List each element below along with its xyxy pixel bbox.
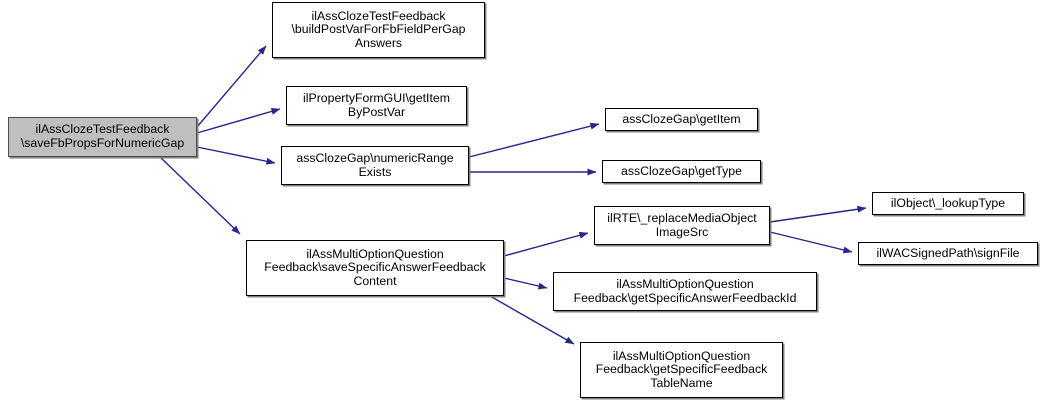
graph-node-label: ilAssMultiOptionQuestion Feedback\saveSp…: [264, 246, 486, 288]
call-edge: [503, 277, 548, 290]
graph-node-label: ilAssClozeTestFeedback \saveFbPropsForNu…: [20, 122, 185, 150]
graph-node-label: ilAssMultiOptionQuestion Feedback\getSpe…: [573, 276, 797, 305]
call-edge: [769, 231, 853, 254]
call-edge: [196, 108, 281, 134]
graph-node-label: ilObject\_lookupType: [890, 195, 1006, 210]
graph-node-label: ilPropertyFormGUI\getItem ByPostVar: [303, 90, 450, 119]
graph-node-signFile[interactable]: ilWACSignedPath\signFile: [858, 242, 1038, 265]
call-edge: [769, 205, 867, 223]
call-edge: [159, 156, 241, 235]
graph-node-label: ilRTE\_replaceMediaObject ImageSrc: [607, 210, 757, 239]
call-edge: [468, 122, 600, 158]
graph-node-label: ilAssClozeTestFeedback \buildPostVarForF…: [291, 8, 466, 50]
call-edge: [196, 146, 276, 165]
graph-node-saveSpecificAnswerFeedbackContent[interactable]: ilAssMultiOptionQuestion Feedback\saveSp…: [246, 240, 504, 296]
graph-node-label: assClozeGap\getItem: [622, 111, 741, 126]
graph-node-getItemByPostVar[interactable]: ilPropertyFormGUI\getItem ByPostVar: [286, 86, 467, 125]
graph-node-lookupType[interactable]: ilObject\_lookupType: [872, 192, 1024, 215]
graph-node-getSpecificFeedbackTableName[interactable]: ilAssMultiOptionQuestion Feedback\getSpe…: [580, 342, 783, 398]
graph-node-label: assClozeGap\getType: [621, 163, 742, 178]
graph-node-assClozeGapGetType[interactable]: assClozeGap\getType: [602, 160, 761, 183]
graph-node-getSpecificAnswerFeedbackId[interactable]: ilAssMultiOptionQuestion Feedback\getSpe…: [553, 272, 817, 311]
graph-node-assClozeGapGetItem[interactable]: assClozeGap\getItem: [605, 108, 758, 131]
graph-node-label: ilAssMultiOptionQuestion Feedback\getSpe…: [595, 348, 768, 390]
graph-node-saveFbPropsForNumericGap[interactable]: ilAssClozeTestFeedback \saveFbPropsForNu…: [8, 117, 197, 157]
graph-node-numericRangeExists[interactable]: assClozeGap\numericRange Exists: [281, 146, 469, 185]
graph-node-buildPostVarForFbFieldPerGapAnswers[interactable]: ilAssClozeTestFeedback \buildPostVarForF…: [272, 2, 485, 58]
graph-node-replaceMediaObjectImageSrc[interactable]: ilRTE\_replaceMediaObject ImageSrc: [594, 206, 770, 245]
graph-node-label: assClozeGap\numericRange Exists: [296, 150, 454, 179]
graph-node-label: ilWACSignedPath\signFile: [876, 245, 1020, 260]
call-edge: [196, 45, 267, 128]
call-edge: [503, 231, 589, 257]
